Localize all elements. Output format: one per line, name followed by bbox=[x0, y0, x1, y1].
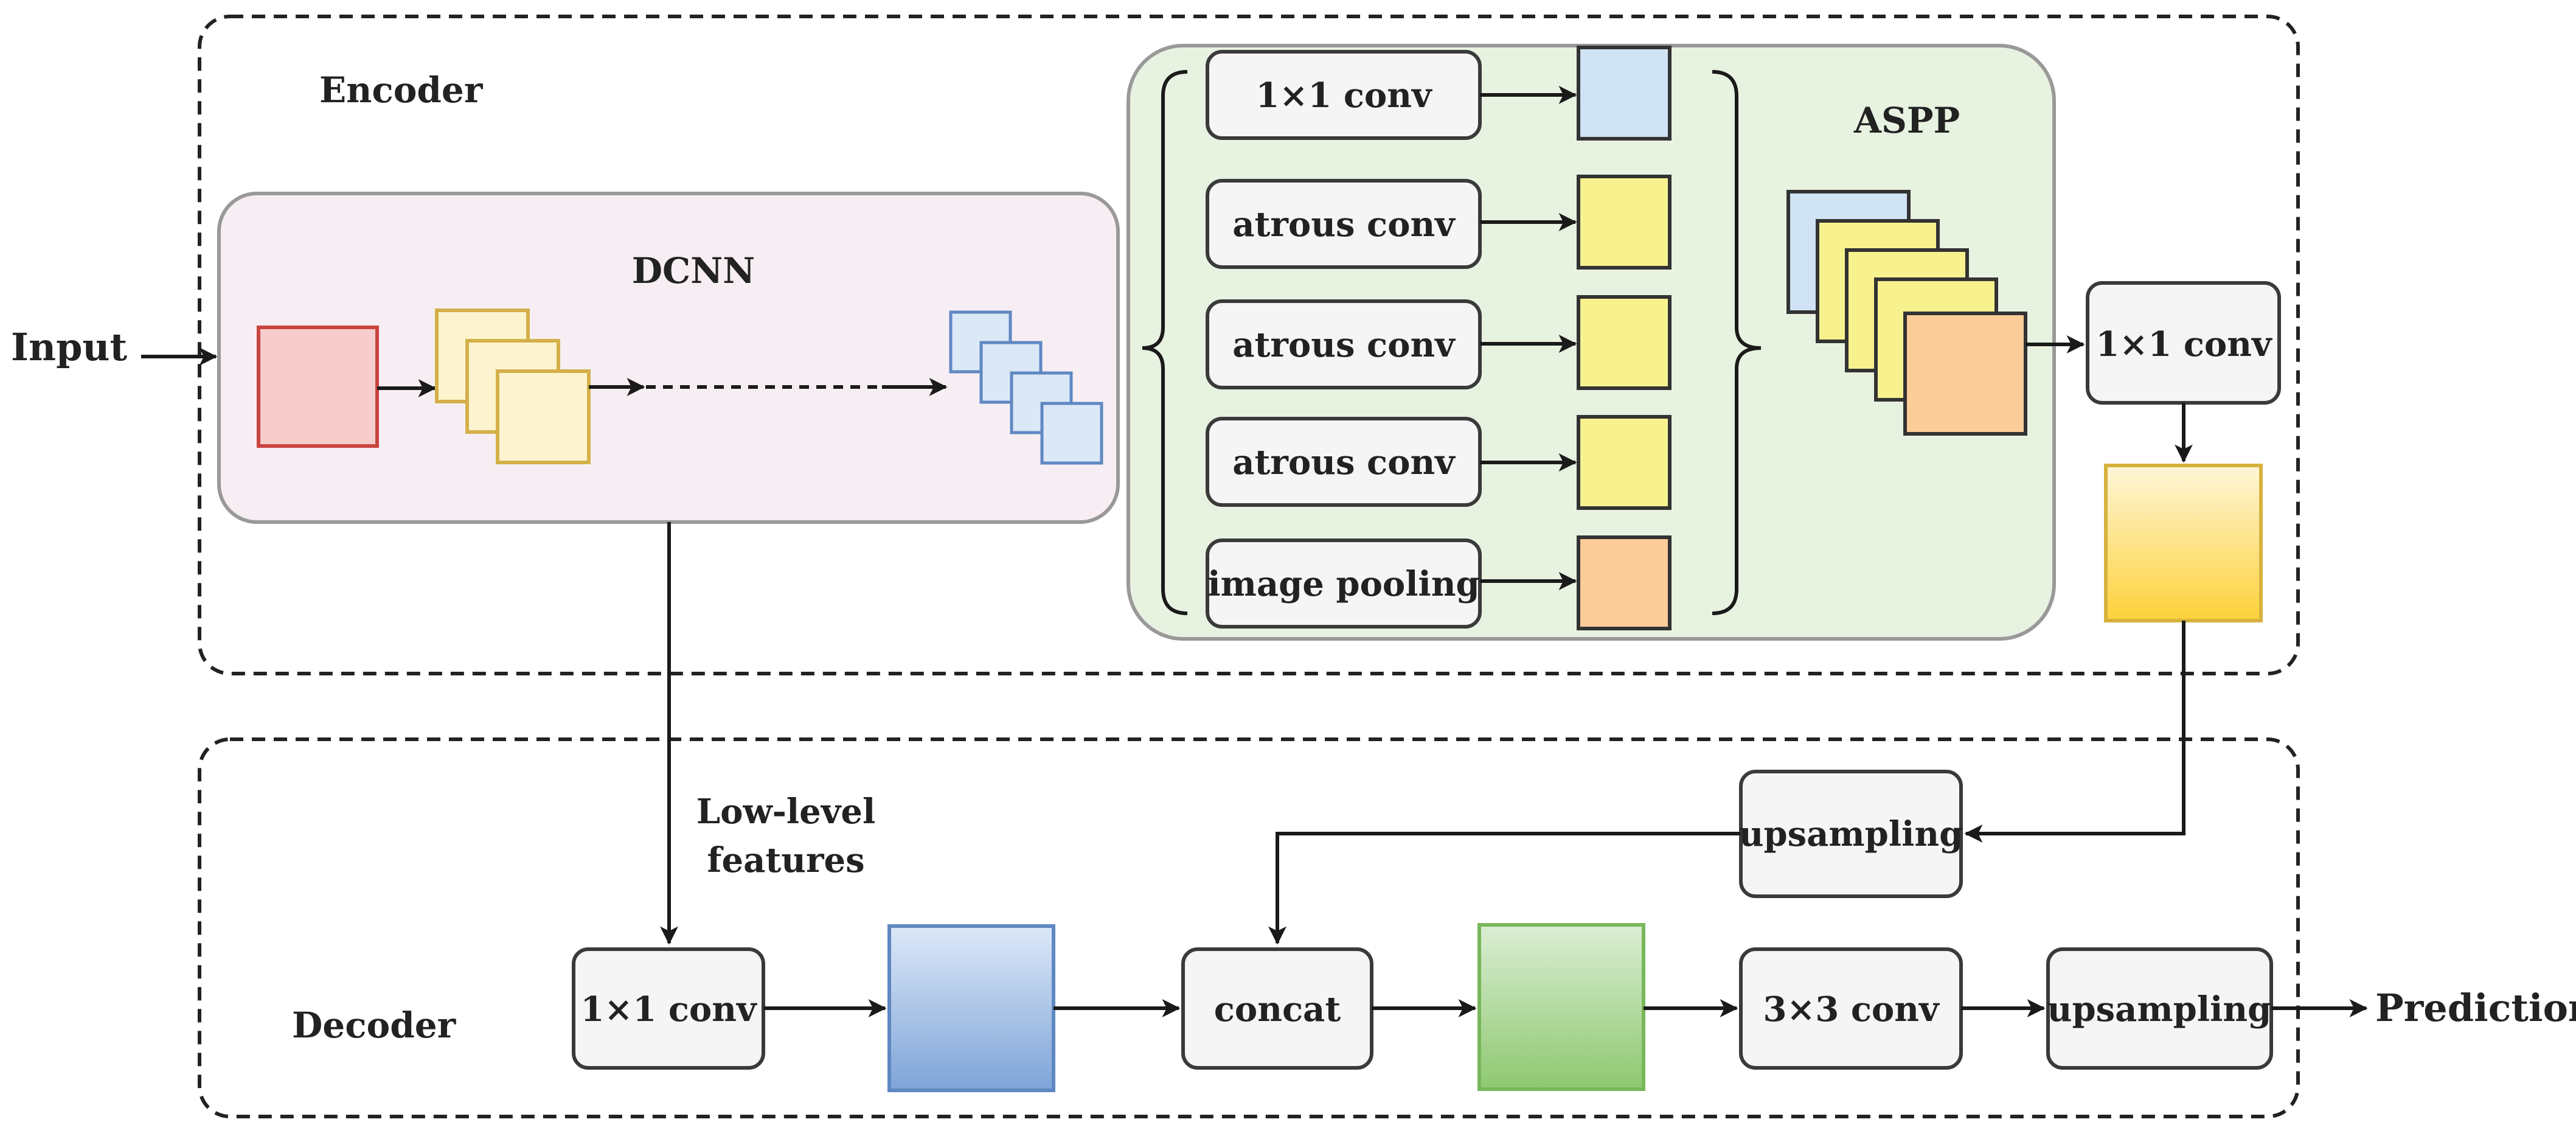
blue-feature-stack bbox=[949, 310, 1103, 465]
svg-text:atrous conv: atrous conv bbox=[1232, 325, 1456, 365]
aspp-output-stack bbox=[1786, 190, 2027, 436]
concat-label: concat bbox=[1214, 989, 1341, 1030]
conv3x3-label: 3×3 conv bbox=[1763, 989, 1940, 1030]
aspp-branch-atrous-2: atrous conv bbox=[1206, 295, 1672, 390]
arrow-upsampling-to-concat bbox=[1268, 832, 1741, 945]
encoder-1x1-conv-label: 1×1 conv bbox=[2095, 324, 2272, 364]
decoder-title: Decoder bbox=[292, 1005, 457, 1046]
aspp-branch-atrous-3: atrous conv bbox=[1206, 415, 1672, 510]
aspp-branch-atrous-1: atrous conv bbox=[1206, 175, 1672, 270]
low-level-feature-block bbox=[887, 924, 1055, 1092]
concat-feature-block bbox=[1477, 923, 1645, 1091]
right-brace bbox=[1712, 70, 1762, 615]
dcnn-title: DCNN bbox=[632, 250, 755, 291]
decoder-1x1-conv-label: 1×1 conv bbox=[580, 989, 757, 1030]
prediction-label: Prediction bbox=[2375, 986, 2576, 1030]
input-feature-block bbox=[257, 326, 379, 448]
decoder-frame bbox=[198, 737, 2300, 1118]
aspp-title: ASPP bbox=[1853, 100, 1960, 141]
svg-text:atrous conv: atrous conv bbox=[1232, 204, 1456, 245]
encoder-title: Encoder bbox=[319, 69, 484, 111]
svg-text:atrous conv: atrous conv bbox=[1232, 442, 1456, 483]
upsampling-out-label: upsampling bbox=[2047, 989, 2272, 1030]
aspp-branch-1x1-conv: 1×1 conv bbox=[1206, 46, 1672, 141]
svg-text:image pooling: image pooling bbox=[1207, 564, 1479, 604]
input-label: Input bbox=[11, 325, 128, 369]
upsampling-top-label: upsampling bbox=[1739, 814, 1963, 854]
low-level-label-line2: features bbox=[707, 840, 864, 880]
arrow-encoder-to-upsampling bbox=[1964, 621, 2185, 843]
left-brace bbox=[1142, 70, 1188, 615]
encoder-frame bbox=[198, 15, 2300, 675]
low-level-label-line1: Low-level bbox=[696, 792, 876, 832]
aspp-branch-image-pooling: image pooling bbox=[1206, 535, 1672, 630]
encoder-output-block bbox=[2104, 464, 2263, 622]
yellow-feature-stack bbox=[435, 308, 591, 464]
svg-text:1×1 conv: 1×1 conv bbox=[1255, 75, 1432, 116]
